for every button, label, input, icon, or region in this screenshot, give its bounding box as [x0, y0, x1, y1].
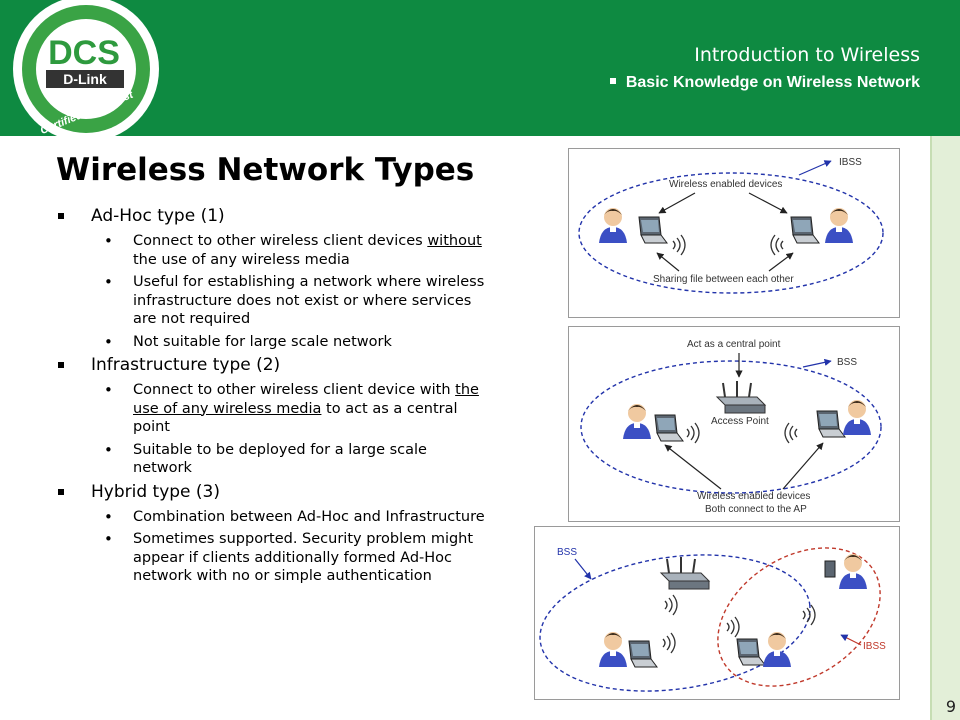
bss-label: BSS	[837, 357, 857, 368]
square-bullet-icon	[609, 77, 616, 84]
adhoc-diagram: IBSS Wireless enabled devices Sharing fi…	[568, 148, 900, 318]
sub-bullet: Connect to other wireless client devices…	[104, 232, 486, 269]
bullet-list: Ad-Hoc type (1) Connect to other wireles…	[56, 206, 486, 590]
dcs-logo: DCS D-Link Certified Specialist	[6, 0, 166, 146]
bullet-infrastructure: Infrastructure type (2)	[56, 355, 486, 375]
slide-title: Wireless Network Types	[56, 152, 475, 188]
logo-brand-text: D-Link	[63, 71, 107, 87]
pda-icon	[824, 560, 836, 578]
sub-bullet: Sometimes supported. Security problem mi…	[104, 530, 486, 586]
hybrid-ibss-label: IBSS	[863, 641, 886, 652]
infra-bottom-label-1: Wireless enabled devices	[697, 491, 810, 502]
bss-ellipse	[580, 360, 882, 494]
user-icon	[599, 208, 627, 243]
header-title: Introduction to Wireless	[694, 44, 920, 66]
user-icon	[839, 554, 867, 589]
infra-bottom-label-2: Both connect to the AP	[705, 504, 807, 515]
ibss-label: IBSS	[839, 157, 862, 168]
bullet-adhoc: Ad-Hoc type (1)	[56, 206, 486, 226]
wireless-waves-icon	[770, 234, 784, 256]
right-decoration-strip	[930, 136, 960, 720]
header-subtitle-text: Basic Knowledge on Wireless Network	[625, 74, 920, 91]
sub-bullet: Combination between Ad-Hoc and Infrastru…	[104, 508, 486, 527]
adhoc-bottom-label: Sharing file between each other	[653, 274, 794, 285]
wireless-waves-icon	[784, 422, 798, 444]
access-point-label: Access Point	[711, 416, 769, 427]
adhoc-top-label: Wireless enabled devices	[669, 179, 782, 190]
laptop-icon	[628, 640, 658, 668]
ibss-ellipse	[717, 547, 881, 687]
laptop-icon	[816, 410, 846, 438]
wireless-waves-icon	[686, 422, 700, 444]
wireless-waves-icon	[726, 616, 740, 638]
laptop-icon	[736, 638, 766, 666]
logo-main-text: DCS	[48, 34, 120, 72]
wireless-waves-icon	[662, 632, 676, 654]
user-icon	[623, 404, 651, 439]
infrastructure-diagram: Act as a central point BSS Access Point …	[568, 326, 900, 522]
laptop-icon	[790, 216, 820, 244]
user-icon	[599, 632, 627, 667]
central-point-label: Act as a central point	[687, 339, 781, 350]
hybrid-bss-label: BSS	[557, 547, 577, 558]
sub-bullet: Suitable to be deployed for a large scal…	[104, 441, 486, 478]
sub-bullet: Connect to other wireless client device …	[104, 381, 486, 437]
wireless-waves-icon	[802, 604, 816, 626]
wireless-waves-icon	[672, 234, 686, 256]
ibss-ellipse	[578, 172, 884, 294]
page-number: 9	[945, 697, 956, 716]
sub-bullet: Useful for establishing a network where …	[104, 273, 486, 329]
access-point-icon	[660, 556, 710, 590]
user-icon	[825, 208, 853, 243]
header-subtitle: Basic Knowledge on Wireless Network	[609, 74, 920, 92]
user-icon	[843, 400, 871, 435]
user-icon	[763, 632, 791, 667]
laptop-icon	[638, 216, 668, 244]
hybrid-diagram: BSS IBSS	[534, 526, 900, 700]
access-point-icon	[716, 380, 766, 414]
bss-ellipse	[539, 554, 811, 692]
slide-header: DCS D-Link Certified Specialist Introduc…	[0, 0, 960, 142]
sub-bullet: Not suitable for large scale network	[104, 333, 486, 352]
wireless-waves-icon	[664, 594, 678, 616]
bullet-hybrid: Hybrid type (3)	[56, 482, 486, 502]
laptop-icon	[654, 414, 684, 442]
